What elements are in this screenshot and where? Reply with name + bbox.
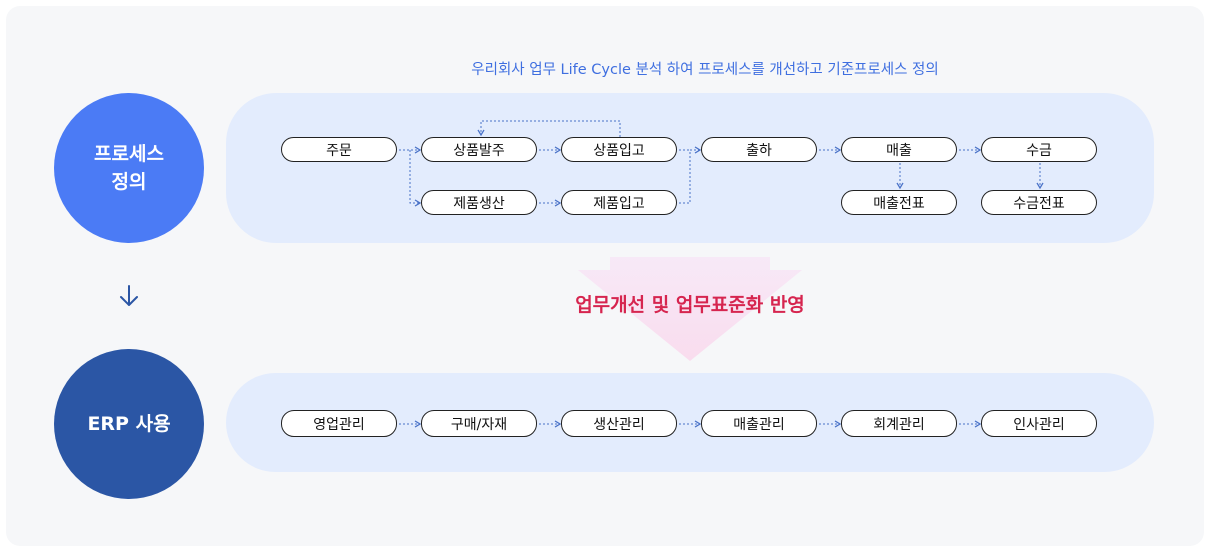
node-purchase-order: 상품발주 bbox=[421, 137, 537, 162]
erp-module-purchasing: 구매/자재 bbox=[421, 410, 537, 437]
process-definition-circle: 프로세스 정의 bbox=[54, 93, 204, 243]
node-order: 주문 bbox=[281, 137, 397, 162]
node-sales-slip: 매출전표 bbox=[841, 190, 957, 215]
node-collection: 수금 bbox=[981, 137, 1097, 162]
erp-module-production-management: 생산관리 bbox=[561, 410, 677, 437]
node-sales: 매출 bbox=[841, 137, 957, 162]
node-production: 제품생산 bbox=[421, 190, 537, 215]
erp-usage-label: ERP 사용 bbox=[87, 413, 171, 435]
node-collection-slip: 수금전표 bbox=[981, 190, 1097, 215]
erp-module-accounting: 회계관리 bbox=[841, 410, 957, 437]
down-arrow-icon bbox=[120, 285, 138, 306]
erp-module-hr: 인사관리 bbox=[981, 410, 1097, 437]
process-definition-label-line2: 정의 bbox=[111, 171, 147, 193]
standardization-message: 업무개선 및 업무표준화 반영 bbox=[575, 294, 805, 316]
node-shipment: 출하 bbox=[701, 137, 817, 162]
node-product-receipt: 제품입고 bbox=[561, 190, 677, 215]
process-caption: 우리회사 업무 Life Cycle 분석 하여 프로세스를 개선하고 기준프로… bbox=[471, 62, 939, 78]
erp-module-sales-management: 영업관리 bbox=[281, 410, 397, 437]
process-definition-label-line1: 프로세스 bbox=[94, 143, 164, 165]
erp-module-revenue-management: 매출관리 bbox=[701, 410, 817, 437]
erp-usage-circle: ERP 사용 bbox=[54, 349, 204, 499]
node-goods-receipt: 상품입고 bbox=[561, 137, 677, 162]
